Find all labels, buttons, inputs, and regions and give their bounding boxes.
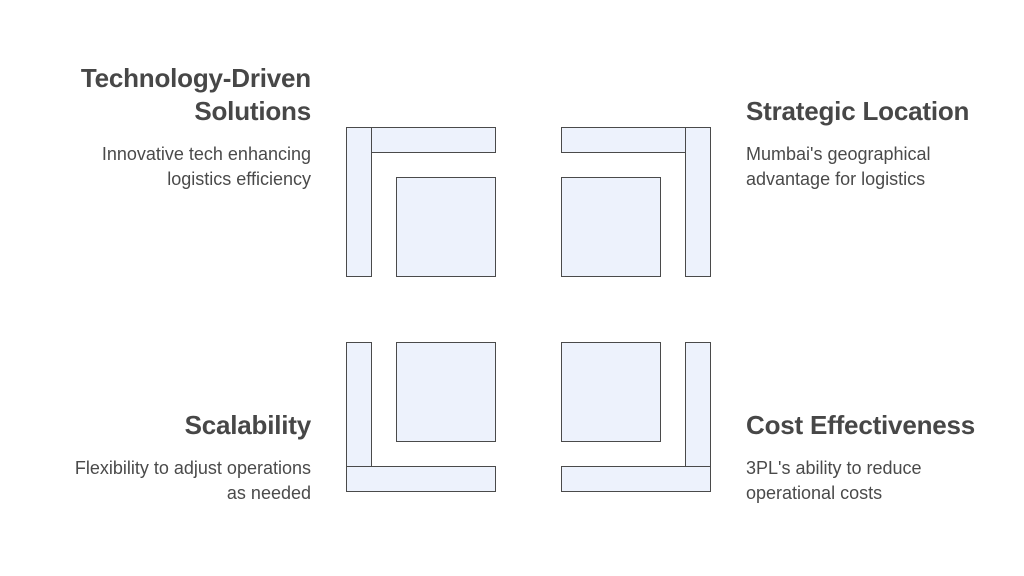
bottom-left-desc-line2: as needed [226, 483, 311, 503]
bottom-right-text: Cost Effectiveness 3PL's ability to redu… [746, 409, 1016, 506]
top-left-desc-line1: Innovative tech enhancing [101, 144, 311, 164]
top-left-title-line1: Technology-Driven [80, 63, 311, 93]
bottom-left-title: Scalability [184, 410, 312, 440]
top-right-title: Strategic Location [746, 96, 970, 126]
bottom-right-bracket-join [686, 467, 710, 491]
top-right-bracket-side [685, 127, 711, 277]
bottom-left-square [396, 342, 496, 442]
top-left-bracket-join [347, 128, 371, 152]
top-left-desc-line2: logistics efficiency [167, 169, 311, 189]
bottom-left-text: Scalability Flexibility to adjust operat… [11, 409, 311, 506]
top-right-description: Mumbai's geographical advantage for logi… [746, 142, 1016, 192]
bottom-right-description: 3PL's ability to reduce operational cost… [746, 456, 1016, 506]
bottom-left-description: Flexibility to adjust operations as need… [11, 456, 311, 506]
top-right-text: Strategic Location Mumbai's geographical… [746, 95, 1016, 192]
top-left-square [396, 177, 496, 277]
top-left-bracket-side [346, 127, 372, 277]
top-left-title-line2: Solutions [194, 96, 311, 126]
bottom-right-desc-line1: 3PL's ability to reduce [746, 458, 922, 478]
top-left-description: Innovative tech enhancing logistics effi… [11, 142, 311, 192]
bottom-left-bracket-join [347, 467, 371, 491]
bottom-right-desc-line2: operational costs [746, 483, 883, 503]
bottom-right-square [561, 342, 661, 442]
bottom-right-bracket-bottom [561, 466, 711, 492]
top-right-bracket-join [686, 128, 710, 152]
top-right-square [561, 177, 661, 277]
top-left-text: Technology-Driven Solutions Innovative t… [11, 62, 311, 192]
bottom-left-bracket-bottom [346, 466, 496, 492]
top-right-desc-line2: advantage for logistics [746, 169, 926, 189]
bottom-left-desc-line1: Flexibility to adjust operations [74, 458, 311, 478]
top-left-title: Technology-Driven Solutions [11, 62, 311, 128]
bottom-right-title: Cost Effectiveness [746, 410, 976, 440]
top-right-desc-line1: Mumbai's geographical [746, 144, 931, 164]
